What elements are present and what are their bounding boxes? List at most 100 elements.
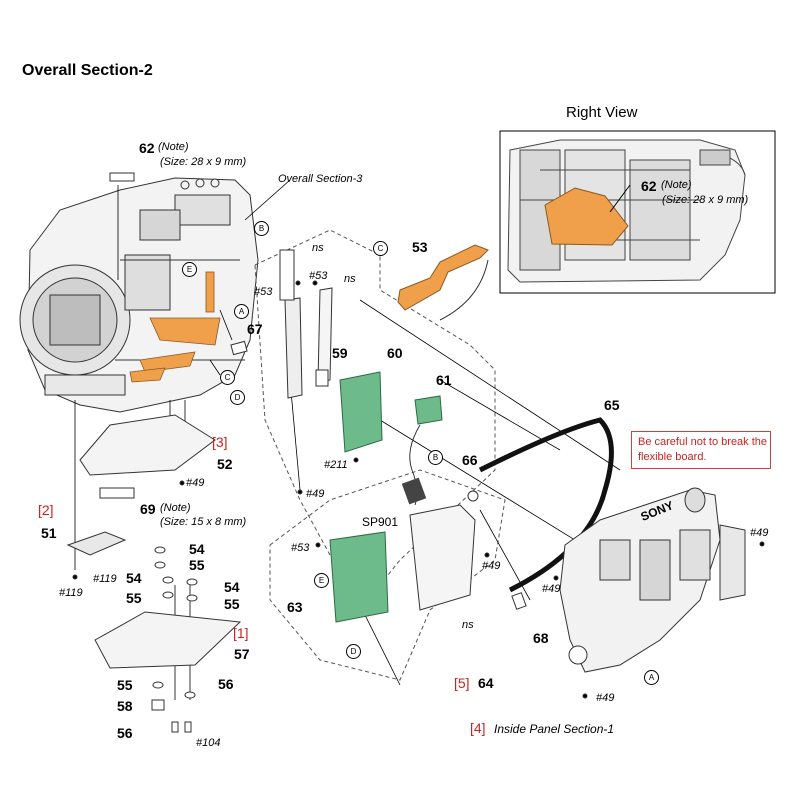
inside-panel	[559, 487, 746, 673]
marker-b-1: B	[254, 221, 269, 236]
marker-c-1: C	[220, 370, 235, 385]
marker-a-1: A	[234, 304, 249, 319]
label-69-size: (Size: 15 x 8 mm)	[160, 516, 247, 528]
right-view-leader	[609, 184, 631, 213]
marker-e-1: E	[182, 262, 197, 277]
marker-d-2: D	[346, 644, 361, 659]
lower-dashed-outline	[269, 469, 506, 681]
bracket-left	[284, 297, 303, 399]
right-view-size: (Size: 28 x 9 mm)	[662, 194, 749, 206]
frame-64	[409, 504, 476, 611]
label-58: 58	[117, 698, 133, 714]
label-61: 61	[436, 372, 452, 388]
label-69: 69	[140, 501, 156, 517]
sheet-62	[109, 172, 135, 182]
label-63: 63	[287, 599, 303, 615]
bracket-ns	[317, 287, 333, 383]
label-55b: 55	[126, 590, 142, 606]
sheet-68	[511, 592, 527, 610]
marker-e-2: E	[314, 573, 329, 588]
ref-3: [3]	[212, 434, 228, 450]
label-51: 51	[41, 525, 57, 541]
part-66	[467, 490, 479, 502]
label-screw-104: #104	[196, 737, 221, 749]
label-68: 68	[533, 630, 549, 646]
marker-d-1: D	[230, 390, 245, 405]
plate-57	[94, 611, 242, 669]
label-55a: 55	[189, 557, 205, 573]
label-64: 64	[478, 675, 494, 691]
marker-b-2: B	[428, 450, 443, 465]
part-59	[315, 369, 329, 387]
part-61	[414, 395, 443, 425]
right-view-title: Right View	[566, 104, 638, 121]
label-screw-119a: #119	[93, 573, 117, 585]
label-54c: 54	[224, 579, 240, 595]
label-53: 53	[412, 239, 428, 255]
ref-5: [5]	[454, 675, 470, 691]
ref-2: [2]	[38, 502, 54, 518]
label-54a: 54	[189, 541, 205, 557]
body-flex-boards	[129, 271, 221, 383]
label-67: 67	[247, 321, 263, 337]
label-62: 62	[139, 140, 155, 156]
sp901-speaker	[401, 477, 427, 505]
label-ns-3: ns	[462, 619, 474, 631]
label-screw-49e: #49	[596, 692, 615, 704]
label-54b: 54	[126, 570, 142, 586]
label-56b: 56	[218, 676, 234, 692]
camera-body	[19, 177, 259, 413]
label-56a: 56	[117, 725, 133, 741]
sheet-69	[99, 487, 135, 499]
assembly-dashed-outline	[254, 229, 496, 611]
right-view-camera	[507, 139, 746, 283]
page-title: Overall Section-2	[22, 62, 153, 79]
label-screw-53c: #53	[291, 542, 310, 554]
label-ns-2: ns	[344, 273, 356, 285]
ref-1: [1]	[233, 625, 249, 641]
right-view-frame	[499, 130, 776, 294]
marker-a-2: A	[644, 670, 659, 685]
marker-c-2: C	[373, 241, 388, 256]
label-52: 52	[217, 456, 233, 472]
part-51	[66, 531, 127, 556]
right-view-flex-board	[544, 187, 629, 246]
label-69-note: (Note)	[160, 502, 191, 514]
right-view-note: (Note)	[661, 179, 692, 191]
washers-screws	[72, 280, 765, 733]
plate-52	[79, 414, 216, 476]
ref-4: [4]	[470, 720, 486, 736]
label-screw-53b: #53	[254, 286, 273, 298]
label-screw-53a: #53	[309, 270, 328, 282]
label-sp901: SP901	[362, 515, 399, 529]
inside-panel-section-label: Inside Panel Section-1	[494, 722, 615, 736]
part-67	[230, 340, 248, 356]
label-65: 65	[604, 397, 620, 413]
label-overall-section-3: Overall Section-3	[278, 173, 363, 185]
label-62-note: (Note)	[158, 141, 189, 153]
label-screw-49c: #49	[482, 560, 501, 572]
label-57: 57	[234, 646, 250, 662]
sheet-ns	[279, 249, 295, 301]
label-screw-49f: #49	[750, 527, 769, 539]
board-60	[339, 371, 383, 453]
flex-53-wire	[439, 259, 489, 321]
label-ns-1: ns	[312, 242, 324, 254]
board-63	[329, 531, 389, 623]
label-screw-49a: #49	[186, 477, 205, 489]
label-screw-49b: #49	[306, 488, 325, 500]
label-55d: 55	[117, 677, 133, 693]
label-55c: 55	[224, 596, 240, 612]
label-screw-49d: #49	[542, 583, 561, 595]
label-66: 66	[462, 452, 478, 468]
label-screw-211: #211	[324, 459, 348, 471]
right-view-label-62: 62	[641, 178, 657, 194]
label-59: 59	[332, 345, 348, 361]
label-screw-119b: #119	[59, 587, 83, 599]
flex-53	[397, 244, 489, 311]
label-62-size: (Size: 28 x 9 mm)	[160, 156, 247, 168]
warning-box: Be careful not to break the flexible boa…	[631, 431, 771, 469]
label-60: 60	[387, 345, 403, 361]
